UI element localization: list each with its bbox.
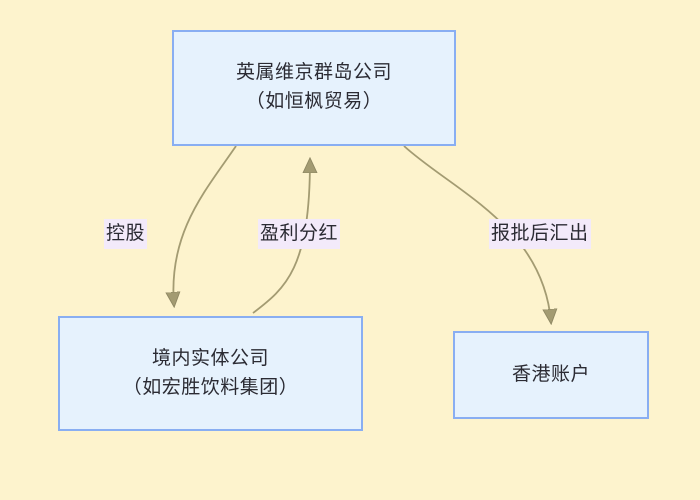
edge-label-holding: 控股	[104, 219, 148, 249]
node-hk-line1: 香港账户	[511, 363, 590, 385]
edge-remit-path	[403, 145, 551, 322]
node-domestic-line2: （如宏胜饮料集团）	[122, 376, 299, 398]
edge-label-remit: 报批后汇出	[489, 219, 591, 249]
node-bvi-company[interactable]: 英属维京群岛公司 （如恒枫贸易）	[172, 30, 456, 146]
node-bvi-line1: 英属维京群岛公司	[235, 62, 392, 84]
edge-dividend-path	[252, 160, 310, 314]
node-domestic-line1: 境内实体公司	[151, 347, 269, 369]
node-bvi-line2: （如恒枫贸易）	[245, 91, 383, 112]
node-hongkong-account[interactable]: 香港账户	[453, 331, 649, 419]
node-domestic-company[interactable]: 境内实体公司 （如宏胜饮料集团）	[58, 316, 363, 431]
edge-holding-path	[173, 145, 237, 305]
edge-label-dividend: 盈利分红	[258, 219, 341, 249]
